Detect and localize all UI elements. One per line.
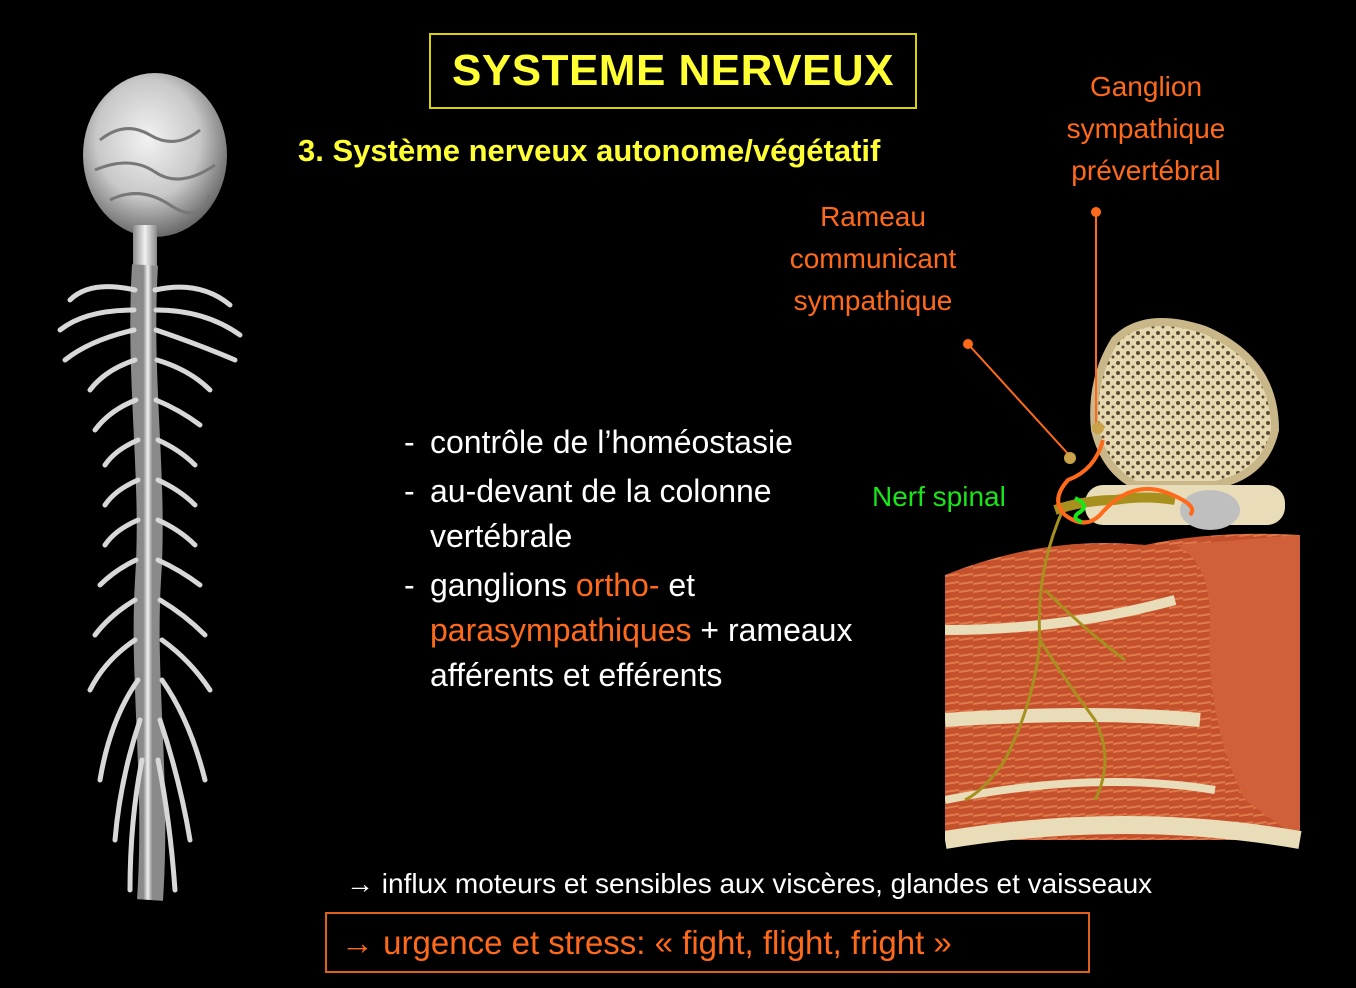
vertebra-cross-section-illustration	[945, 318, 1302, 849]
rameau-label-line: sympathique	[793, 285, 953, 316]
rameau-label-line: communicant	[789, 243, 957, 274]
bullet-text: au-devant de la colonne vertébrale	[430, 473, 772, 554]
sympathetic-path	[1056, 439, 1195, 525]
bullet-dash: -	[404, 567, 415, 603]
spinal-cord-photo	[57, 73, 243, 901]
note-urgence: → urgence et stress: « fight, flight, fr…	[341, 923, 952, 961]
ganglion-marker	[1092, 422, 1104, 434]
bullet-dash: -	[404, 473, 415, 509]
bullet-text-part: et	[659, 567, 696, 603]
bullet-list: - contrôle de l’homéostasie - au-devant …	[404, 420, 884, 702]
bullet-dash: -	[404, 424, 415, 460]
ganglion-label-line: sympathique	[1066, 113, 1226, 144]
nerf-spinal-label: Nerf spinal	[872, 481, 1006, 512]
subtitle: 3. Système nerveux autonome/végétatif	[298, 133, 881, 168]
rameau-dot	[963, 339, 973, 349]
list-item: - ganglions ortho- et parasympathiques +…	[404, 563, 884, 698]
note-urgence-box: → urgence et stress: « fight, flight, fr…	[325, 912, 1090, 973]
bullet-text-part: + rameaux afférents et efférents	[430, 612, 853, 693]
ganglion-dot	[1091, 207, 1101, 217]
list-item: - contrôle de l’homéostasie	[404, 420, 884, 465]
ganglion-label-line: Ganglion	[1089, 71, 1203, 102]
bullet-text: ganglions ortho- et parasympathiques + r…	[430, 563, 884, 698]
page-title: SYSTEME NERVEUX	[452, 46, 894, 95]
title-box: SYSTEME NERVEUX	[429, 33, 917, 109]
ortho-highlight: ortho-	[575, 567, 660, 603]
bullet-text-part: ganglions	[430, 567, 576, 603]
ganglion-label: Ganglion sympathique prévertébral	[1046, 66, 1246, 192]
rameau-leader-line	[967, 343, 1071, 457]
rameau-label-line: Rameau	[820, 201, 926, 232]
ganglion-label-line: prévertébral	[1071, 155, 1221, 186]
parasympathiques-highlight: parasympathiques	[430, 612, 692, 648]
note-influx: → influx moteurs et sensibles aux viscèr…	[346, 868, 1153, 899]
list-item: - au-devant de la colonne vertébrale	[404, 469, 884, 559]
rameau-marker	[1064, 452, 1076, 464]
rameau-label: Rameau communicant sympathique	[763, 196, 983, 322]
nerve-path	[1073, 496, 1086, 524]
bullet-text: contrôle de l’homéostasie	[430, 424, 793, 460]
